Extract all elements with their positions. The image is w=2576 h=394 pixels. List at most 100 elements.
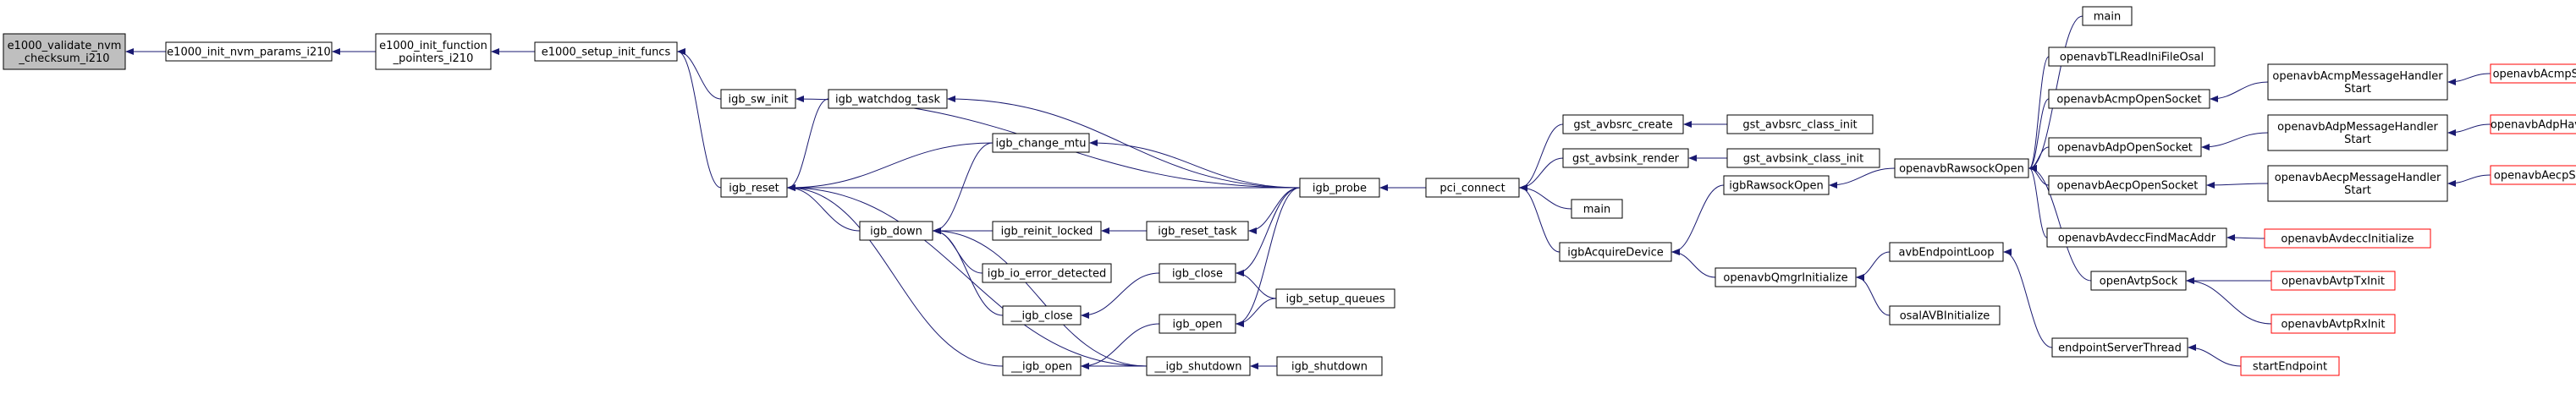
function-node-u-close[interactable]: __igb_close	[1002, 305, 1082, 326]
function-node-osal[interactable]: osalAVBInitialize	[1889, 305, 2001, 326]
function-node-open[interactable]: igb_open	[1159, 314, 1236, 334]
node-box	[2048, 137, 2202, 157]
call-edge-sw-init-to-setup-init	[677, 48, 722, 100]
function-node-reset[interactable]: igb_reset	[720, 178, 788, 198]
function-node-qmgr[interactable]: openavbQmgrInitialize	[1715, 267, 1857, 287]
function-node-change-mtu[interactable]: igb_change_mtu	[992, 133, 1090, 153]
node-label: igb_setup_queues	[1286, 293, 1385, 306]
node-label: igb_change_mtu	[996, 138, 1087, 150]
function-node-sw-init[interactable]: igb_sw_init	[720, 89, 796, 109]
call-edge-probe-to-close	[1236, 187, 1301, 276]
function-node-gst-src-ci[interactable]: gst_avbsrc_class_init	[1726, 114, 1874, 134]
node-label: osalAVBInitialize	[1900, 310, 1990, 323]
function-node-u-shutdown[interactable]: __igb_shutdown	[1146, 356, 1251, 376]
node-label: igb_sw_init	[728, 94, 788, 107]
node-box	[2271, 271, 2396, 291]
node-box	[1715, 267, 1857, 287]
node-label: igb_reset	[729, 183, 779, 195]
node-box	[2490, 165, 2576, 185]
function-node-gst-sink-ci[interactable]: gst_avbsink_class_init	[1726, 148, 1880, 168]
node-box	[1002, 356, 1082, 376]
call-edge-change-mtu-to-down	[933, 142, 994, 234]
function-node-reinit[interactable]: igb_reinit_locked	[992, 221, 1102, 241]
node-box	[992, 221, 1102, 241]
function-node-reset-task[interactable]: igb_reset_task	[1146, 221, 1249, 241]
node-label: igb_io_error_detected	[988, 268, 1107, 281]
node-label: igb_down	[870, 226, 922, 238]
function-node-gst-sink[interactable]: gst_avbsink_render	[1562, 148, 1689, 168]
function-node-acmp-sock[interactable]: openavbAcmpOpenSocket	[2048, 89, 2210, 109]
function-node-watchdog[interactable]: igb_watchdog_task	[828, 89, 948, 109]
call-edge-ep-thread-to-ep-loop	[2003, 249, 2053, 348]
node-box	[1894, 158, 2029, 178]
function-node-close[interactable]: igb_close	[1159, 263, 1236, 283]
function-node-main1[interactable]: main	[1571, 199, 1623, 219]
call-edge-osal-to-qmgr	[1856, 274, 1891, 316]
node-label: pci_connect	[1439, 183, 1505, 195]
function-node-pci[interactable]: pci_connect	[1425, 178, 1520, 198]
function-node-gst-src[interactable]: gst_avbsrc_create	[1562, 114, 1684, 134]
function-node-shutdown[interactable]: igb_shutdown	[1276, 356, 1383, 376]
node-box	[1002, 305, 1082, 326]
function-node-adp-sock[interactable]: openavbAdpOpenSocket	[2048, 137, 2202, 157]
node-label: _pointers_i210	[393, 52, 474, 65]
function-node-avtp-tx[interactable]: openavbAvtpTxInit	[2271, 271, 2396, 291]
node-label: openavbRawsockOpen	[1899, 163, 2024, 176]
function-node-aecp-sock[interactable]: openavbAecpOpenSocket	[2048, 175, 2207, 195]
node-label: openavbAdpMessageHandler	[2277, 121, 2438, 134]
node-label: endpointServerThread	[2058, 342, 2182, 355]
function-node-avdecc-mac[interactable]: openavbAvdeccFindMacAddr	[2046, 227, 2227, 248]
function-node-setup-init[interactable]: e1000_setup_init_funcs	[534, 41, 678, 62]
node-box	[2267, 114, 2448, 151]
call-edge-probe-to-reset-task	[1248, 187, 1301, 234]
call-edge-aecp-sock-to-oa-raw	[2028, 165, 2050, 186]
function-node-ep-loop[interactable]: avbEndpointLoop	[1889, 242, 2004, 262]
node-label: igb_open	[1172, 319, 1222, 331]
function-node-avtp-rx[interactable]: openavbAvtpRxInit	[2271, 314, 2396, 334]
function-node-init-nvm[interactable]: e1000_init_nvm_params_i210	[165, 41, 333, 62]
function-node-start-ep[interactable]: startEndpoint	[2240, 356, 2340, 376]
function-node-avtp-sock[interactable]: openAvtpSock	[2090, 271, 2187, 291]
function-node-init-fp[interactable]: e1000_init_function_pointers_i210	[375, 33, 492, 70]
edge-layer	[125, 15, 2491, 369]
function-node-tl-read[interactable]: openavbTLReadIniFileOsal	[2048, 47, 2215, 67]
node-label: openavbAdpOpenSocket	[2057, 142, 2193, 155]
node-label: openavbAvtpTxInit	[2282, 276, 2385, 288]
function-node-aecp-start[interactable]: openavbAecpStart	[2490, 165, 2576, 185]
function-node-ep-thread[interactable]: endpointServerThread	[2051, 337, 2188, 358]
call-edge-reset-to-setup-init	[677, 48, 722, 189]
node-box	[1275, 288, 1395, 309]
function-node-raw-open[interactable]: igbRawsockOpen	[1723, 175, 1830, 195]
node-label: __igb_open	[1010, 361, 1072, 374]
node-label: Start	[2344, 83, 2371, 96]
call-edge-down-to-reset	[787, 184, 861, 232]
function-node-oa-raw[interactable]: openavbRawsockOpen	[1894, 158, 2029, 178]
function-node-avdecc-init[interactable]: openavbAvdeccInitialize	[2264, 228, 2431, 249]
node-box	[1889, 305, 2001, 326]
function-node-down[interactable]: igb_down	[859, 221, 933, 241]
call-edge-probe-to-change-mtu	[1089, 140, 1301, 189]
call-edge-change-mtu-to-reset	[787, 142, 994, 191]
node-label: __igb_close	[1010, 310, 1072, 323]
function-node-main2[interactable]: main	[2082, 6, 2133, 26]
function-node-validate[interactable]: e1000_validate_nvm_checksum_i210	[3, 33, 126, 70]
function-node-setup-queues[interactable]: igb_setup_queues	[1275, 288, 1395, 309]
node-label: openavbQmgrInitialize	[1723, 272, 1847, 285]
function-node-probe[interactable]: igb_probe	[1299, 178, 1380, 198]
function-node-adp-have[interactable]: openavbAdpHaveTL	[2490, 114, 2576, 134]
node-box	[2490, 63, 2576, 84]
node-box	[2267, 63, 2448, 101]
function-node-io-err[interactable]: igb_io_error_detected	[982, 263, 1112, 283]
function-node-u-open[interactable]: __igb_open	[1002, 356, 1082, 376]
node-box	[2490, 114, 2576, 134]
node-label: e1000_init_function	[379, 40, 487, 52]
node-label: igb_reinit_locked	[1001, 226, 1093, 238]
node-box	[534, 41, 678, 62]
function-node-acquire[interactable]: igbAcquireDevice	[1559, 242, 1672, 262]
function-node-acmp-start[interactable]: openavbAcmpStart	[2490, 63, 2576, 84]
call-edge-avdecc-mac-to-oa-raw	[2028, 165, 2048, 238]
node-label: Start	[2344, 134, 2371, 146]
